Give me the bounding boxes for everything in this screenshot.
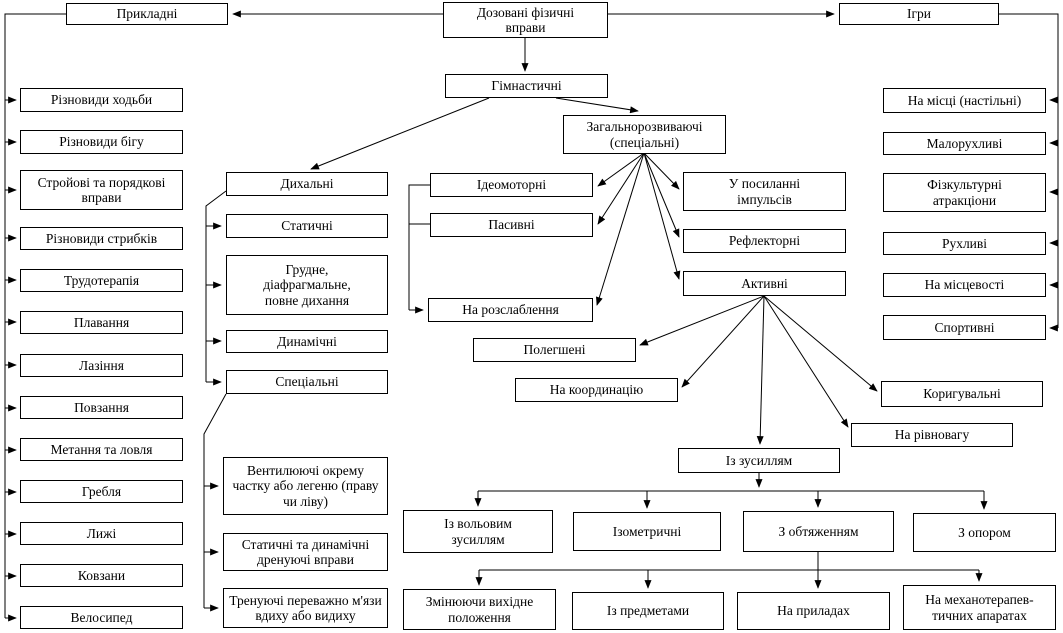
- node-change-start-position: Змінюючи вихідне положення: [403, 589, 556, 630]
- node-mechanotherapy-apparatus: На механотерапев-тичних апаратах: [903, 585, 1056, 630]
- node-skates: Ковзани: [20, 564, 183, 587]
- node-isometric: Ізометричні: [573, 512, 721, 551]
- node-weighted: З обтяженням: [743, 511, 894, 552]
- node-chest-diaphragm-breathing: Грудне, діафрагмальне, повне дихання: [226, 255, 388, 315]
- node-games: Ігри: [839, 3, 999, 25]
- node-low-mobility-games: Малорухливі: [883, 132, 1046, 155]
- node-jumps: Різновиди стрибків: [20, 227, 183, 250]
- node-attractions: Фізкультурні атракціони: [883, 173, 1046, 212]
- node-drill-exercises: Стройові та порядкові вправи: [20, 170, 183, 210]
- node-facilitated: Полегшені: [473, 338, 636, 362]
- node-skis: Лижі: [20, 522, 183, 545]
- node-volitional-effort: Із вольовим зусиллям: [403, 510, 553, 553]
- node-throwing-catching: Метання та ловля: [20, 438, 183, 461]
- node-breathing-static: Статичні: [226, 214, 388, 238]
- node-ideomotor: Ідеомоторні: [430, 173, 593, 197]
- node-impulse-sending: У посиланні імпульсів: [683, 172, 846, 211]
- node-corrective: Коригувальні: [881, 381, 1043, 407]
- node-resistance: З опором: [913, 513, 1056, 552]
- node-root: Дозовані фізичні вправи: [443, 2, 608, 38]
- node-coordination: На координацію: [515, 378, 678, 402]
- node-with-objects: Із предметами: [572, 592, 724, 630]
- node-outdoor-games: На місцевості: [883, 273, 1046, 297]
- node-occupational-therapy: Трудотерапія: [20, 269, 183, 292]
- node-table-games: На місці (настільні): [883, 88, 1046, 113]
- node-sports-games: Спортивні: [883, 315, 1046, 340]
- node-general-developmental: Загальнорозвиваючі (спеціальні): [563, 115, 726, 154]
- node-reflex: Рефлекторні: [683, 229, 846, 253]
- node-on-apparatus: На приладах: [737, 592, 890, 630]
- node-bicycle: Велосипед: [20, 606, 183, 629]
- node-climbing: Лазіння: [20, 354, 183, 377]
- node-breathing: Дихальні: [226, 172, 388, 196]
- node-rowing: Гребля: [20, 480, 183, 503]
- node-swimming: Плавання: [20, 311, 183, 334]
- node-balance: На рівновагу: [851, 423, 1013, 447]
- node-with-effort: Із зусиллям: [678, 448, 840, 473]
- node-passive: Пасивні: [430, 213, 593, 237]
- node-breathing-special: Спеціальні: [226, 370, 388, 394]
- node-applied: Прикладні: [66, 3, 228, 25]
- node-ventilating-lung: Вентилюючі окрему частку або легеню (пра…: [223, 457, 388, 515]
- node-mobile-games: Рухливі: [883, 232, 1046, 255]
- node-breathing-dynamic: Динамічні: [226, 330, 388, 353]
- node-active: Активні: [683, 271, 846, 296]
- node-walking: Різновиди ходьби: [20, 88, 183, 112]
- node-crawling: Повзання: [20, 396, 183, 419]
- node-relaxation: На розслаблення: [428, 298, 593, 322]
- node-running: Різновиди бігу: [20, 130, 183, 154]
- node-gymnastic: Гімнастичні: [445, 74, 608, 98]
- node-drainage-exercises: Статичні та динамічні дренуючі вправи: [223, 533, 388, 571]
- node-inhale-exhale-training: Тренуючі переважно м'язи вдиху або видих…: [223, 588, 388, 628]
